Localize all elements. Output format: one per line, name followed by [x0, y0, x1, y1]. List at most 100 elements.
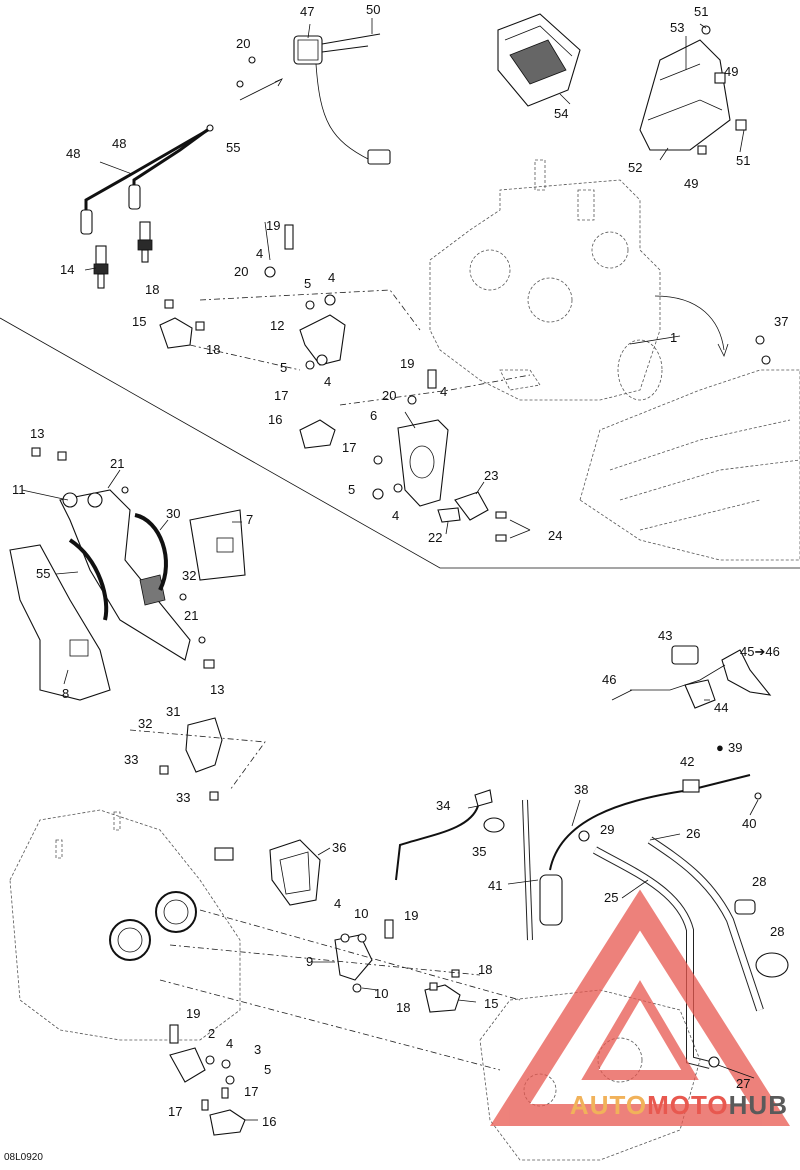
callout-5-mid: 5: [280, 360, 287, 375]
callout-20-mid: 20: [234, 264, 248, 279]
callout-48-left: 48: [66, 146, 80, 161]
callout-18: 18: [145, 282, 159, 297]
ignition-coil-group: [236, 33, 391, 165]
callout-4: 4: [256, 246, 263, 261]
callout-28-lower: 28: [770, 924, 784, 939]
callout-51: 51: [694, 4, 708, 19]
engine-right-ghost: [479, 989, 701, 1161]
rubber-mount-15b: [424, 984, 461, 1013]
callout-17-bottom-left: 17: [168, 1104, 182, 1119]
spark-plug-wires: [80, 124, 214, 235]
bracket-9: [334, 934, 373, 981]
callout-33-lower: 33: [176, 790, 190, 805]
callout-18-lower: 18: [206, 342, 220, 357]
callout-22: 22: [428, 530, 442, 545]
callout-19-engine: 19: [404, 908, 418, 923]
callout-55: 55: [226, 140, 240, 155]
callout-30: 30: [166, 506, 180, 521]
callout-45-46: 45➔46: [740, 644, 780, 659]
callout-9: 9: [306, 954, 313, 969]
engine-bracket-12: [299, 314, 346, 366]
bracket-2: [169, 1047, 206, 1083]
callout-4-mid: 4: [328, 270, 335, 285]
callout-52: 52: [628, 160, 642, 175]
cable-38: [549, 774, 751, 871]
housing-44: [684, 679, 716, 709]
callout-16-bottom: 16: [262, 1114, 276, 1129]
mount-plate-6: [397, 419, 449, 507]
engine-mount-upper: [159, 224, 421, 371]
cable-group: [549, 774, 762, 871]
callout-19-mid: 19: [400, 356, 414, 371]
callout-3: 3: [254, 1042, 261, 1057]
rubber-mount-16: [299, 419, 336, 449]
callout-4-right: 4: [440, 384, 447, 399]
coil-bolt-lower: [321, 45, 369, 53]
callout-35: 35: [472, 844, 486, 859]
callout-32: 32: [182, 568, 196, 583]
lever-45: [721, 649, 772, 696]
callout-33: 33: [124, 752, 138, 767]
callout-36: 36: [332, 840, 346, 855]
brand-part-auto: AUTO: [569, 1090, 648, 1120]
diagram-reference-code: 08L0920: [4, 1152, 43, 1163]
callout-53: 53: [670, 20, 684, 35]
coil-connector: [367, 149, 391, 165]
belt-30: [134, 513, 168, 591]
housing-43: [671, 645, 699, 665]
rubber-mount-16b: [209, 1109, 246, 1136]
callout-50: 50: [366, 2, 380, 17]
callout-19: 19: [266, 218, 280, 233]
callout-20-low: 20: [382, 388, 396, 403]
callout-34: 34: [436, 798, 450, 813]
callout-2: 2: [208, 1026, 215, 1041]
cover-7: [189, 509, 246, 581]
lower-mount-group: [159, 909, 521, 1136]
callout-46: 46: [602, 672, 616, 687]
brand-part-moto: MOTO: [647, 1090, 729, 1120]
callout-18-engine: 18: [478, 962, 492, 977]
callout-31: 31: [166, 704, 180, 719]
callout-49-lower: 49: [684, 176, 698, 191]
leader-lines: [21, 18, 759, 1121]
callout-13-lower: 13: [210, 682, 224, 697]
gasket-28a: [734, 899, 756, 915]
callout-6: 6: [370, 408, 377, 423]
callout-29: 29: [600, 822, 614, 837]
engine-bottom-ghost: [9, 809, 241, 1041]
grommet-35: [483, 817, 505, 833]
ecm-module: [497, 13, 581, 107]
engine-top-ghost: [429, 159, 663, 401]
callout-15: 15: [132, 314, 146, 329]
callout-39: 39: [728, 740, 742, 755]
callout-42: 42: [680, 754, 694, 769]
sleeve-42: [682, 779, 700, 793]
chassis-frame-ghost: [579, 295, 800, 561]
brand-part-hub: HUB: [728, 1090, 788, 1120]
hose-group: [578, 830, 789, 1069]
callout-4-low: 4: [324, 374, 331, 389]
callout-44: 44: [714, 700, 728, 715]
callout-39-label: ●: [716, 740, 724, 755]
callout-49: 49: [724, 64, 738, 79]
sensor-23: [454, 491, 489, 521]
callout-7: 7: [246, 512, 253, 527]
pulley-guard-group: [9, 447, 246, 701]
callout-26: 26: [686, 826, 700, 841]
callout-4-bottom: 4: [392, 508, 399, 523]
sensor-34-group: [395, 789, 563, 941]
coil-harness: [315, 63, 371, 161]
belt-55: [68, 538, 109, 621]
callout-21-lower: 21: [184, 608, 198, 623]
callout-18-engine-lower: 18: [396, 1000, 410, 1015]
callout-19-bottom: 19: [186, 1006, 200, 1021]
callout-1: 1: [670, 330, 677, 345]
callout-17-bottom: 17: [244, 1084, 258, 1099]
ecm-bracket: [639, 25, 747, 155]
callout-21: 21: [110, 456, 124, 471]
section-divider-line: [0, 317, 800, 569]
callout-55-left: 55: [36, 566, 50, 581]
callout-27: 27: [736, 1076, 750, 1091]
